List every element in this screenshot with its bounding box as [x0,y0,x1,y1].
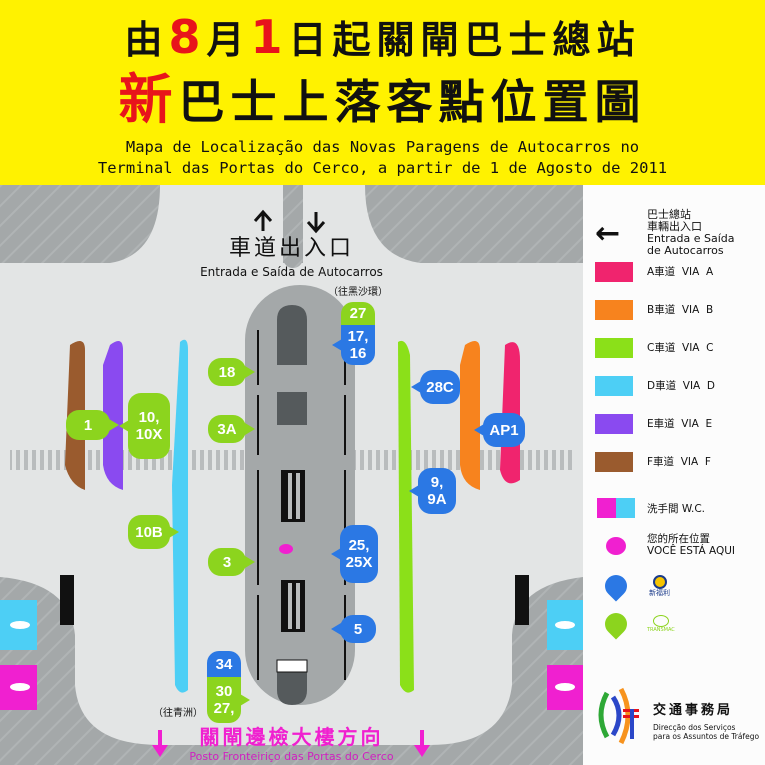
lane-swatch [595,376,633,396]
title-line-1: 由8月1日起關閘巴士總站 [0,10,765,64]
escalator-center-2 [281,580,305,632]
lane-b [460,341,480,490]
center-lane [283,193,303,268]
lane-e [103,341,123,490]
arrow-left-icon: ← [595,216,621,251]
green-stop-icon [600,608,632,640]
escalator-left [60,575,74,625]
title-date-day: 1 [250,10,289,64]
operator-logo-tcm: 新福利 [649,575,670,598]
lane-label: B車道 VIA B [647,304,714,316]
dsat-name-zh: 交通事務局 [653,703,734,718]
crosswalk-left [10,450,245,470]
wc-sign-left [0,600,37,710]
wc-sign-right [547,600,583,710]
title-new: 新 [118,68,179,131]
bus-stop-5[interactable]: 5 [331,615,376,643]
escalator-center-1 [281,470,305,522]
lane-swatch [595,338,633,358]
bus-stop-9[interactable]: 9, 9A [409,468,456,514]
bus-stop-3[interactable]: 3 [208,548,255,576]
escalator-right [515,575,529,625]
you-are-here-marker [279,544,293,554]
lane-a [500,342,520,484]
lane-d [172,339,188,693]
subtitle-pt-2: Terminal das Portas do Cerco, a partir d… [97,159,668,177]
direction-note: （往黑沙環） [328,287,388,298]
arrow-down-icon [306,212,326,234]
lane-swatch [595,414,633,434]
title-line-2: 新巴士上落客點位置圖 [0,68,765,132]
subtitle-pt-1: Mapa de Localização das Novas Paragens d… [125,138,640,156]
operator-logo-transmac: TRANSMAC [647,615,675,634]
terminal-map: 車道出入口 Entrada e Saída de Autocarros （往黑沙… [0,185,583,765]
bus-stop-18[interactable]: 18 [208,358,255,386]
bus-stop-17-16[interactable]: 17, 16 [332,325,375,365]
lane-swatch [595,452,633,472]
bus-stop-3a[interactable]: 3A [208,415,255,443]
stair-icon [276,659,308,673]
entrance-label-zh: 車道出入口 [228,236,354,261]
title-text: 日起關閘巴士總站 [288,18,641,62]
wc-icon [597,498,635,518]
bus-stop-34[interactable]: 34 [207,651,241,677]
shelter-block [277,305,307,365]
lane-swatch [595,300,633,320]
bus-stop-25[interactable]: 25, 25X [331,525,378,583]
bus-stop-28c[interactable]: 28C [411,370,460,404]
entrance-label-pt: Entrada e Saída de Autocarros [200,265,383,279]
blue-stop-icon [600,570,632,602]
lane-label: F車道 VIA F [647,456,711,468]
title-text: 月 [206,18,251,62]
shelter-block [277,392,307,425]
title-text: 巴士上落客點位置圖 [178,75,647,129]
direction-note: （往青洲） [153,708,203,719]
bus-stop-1[interactable]: 1 [66,410,119,440]
lane-swatch [595,262,633,282]
dsat-logo [598,687,639,745]
bus-stop-ap1[interactable]: AP1 [474,413,525,447]
title-text: 由 [124,18,169,62]
title-date-month: 8 [168,10,207,64]
bus-stop-30-27[interactable]: 30 27, [207,677,250,723]
lane-label: A車道 VIA A [647,266,714,278]
lane-c [398,340,414,693]
lane-label: D車道 VIA D [647,380,715,392]
bus-stop-27[interactable]: 27 [341,302,375,325]
border-direction-zh: 關閘邊檢大樓方向 [199,725,384,749]
lane-label: E車道 VIA E [647,418,713,430]
arrow-down-pink-icon [152,730,430,757]
legend-wc: 洗手間 W.C. [647,503,706,515]
border-direction-pt: Posto Fronteiriço das Portas do Cerco [189,750,394,763]
header-banner: 由8月1日起關閘巴士總站 新巴士上落客點位置圖 Mapa de Localiza… [0,0,765,185]
you-are-here-icon [606,537,626,555]
lane-label: C車道 VIA C [647,342,714,354]
bus-stop-10[interactable]: 10, 10X [119,393,170,459]
map-background [0,185,583,765]
arrow-up-icon [253,209,273,231]
bus-stop-10b[interactable]: 10B [128,515,179,549]
